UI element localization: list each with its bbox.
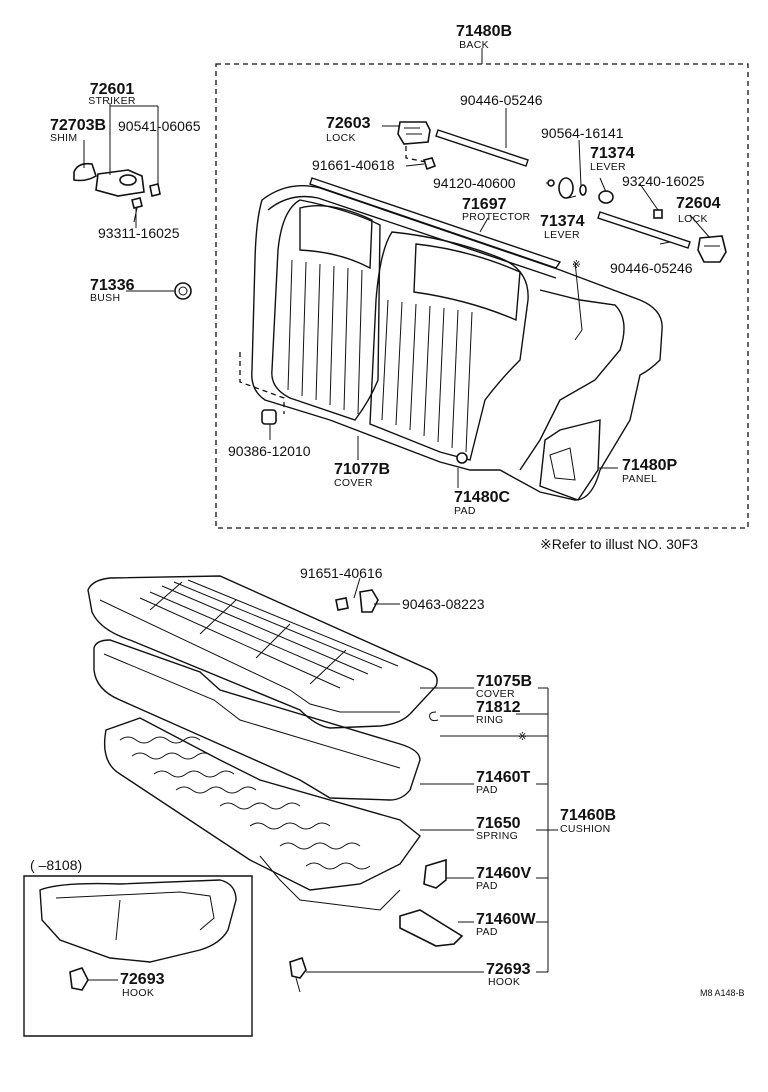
hook-inset-name: HOOK (122, 987, 154, 999)
inset-label: ( –8108) (30, 857, 82, 873)
striker-number: 72601 (90, 81, 135, 98)
hook-inset-number: 72693 (120, 971, 165, 988)
cushion-cover-number: 71075B (476, 673, 532, 690)
pad-v-name: PAD (476, 880, 498, 892)
reference-mark-back: ※ (572, 259, 581, 271)
bolt-striker-number: 93311-16025 (98, 225, 180, 241)
protector-name: PROTECTOR (462, 211, 531, 223)
reference-mark-cushion: ※ (518, 731, 527, 743)
clip-lever-number: 90564-16141 (541, 125, 624, 141)
washer-lever-number: 94120-40600 (433, 175, 516, 191)
nut-hook-number: 91651-40616 (300, 565, 383, 581)
inset-panel: ( –8108) 72693 HOOK (23, 857, 253, 1037)
seat-cushion-illustration (87, 575, 464, 993)
cushion-pad-t-number: 71460T (476, 769, 530, 786)
back-cover-number: 71077B (334, 461, 390, 478)
lever-lower-name: LEVER (544, 229, 580, 241)
nut-lock-number: 91661-40618 (312, 157, 395, 173)
pad-w-name: PAD (476, 926, 498, 938)
back-assembly-frame (215, 48, 749, 529)
ring-name: RING (476, 714, 503, 726)
bush-name: BUSH (90, 292, 120, 304)
back-panel-name: PANEL (622, 473, 657, 485)
lever-upper-name: LEVER (590, 161, 626, 173)
bush-number: 71336 (90, 277, 135, 294)
hook-main-number: 72693 (486, 961, 531, 978)
seat-back-illustration (251, 177, 663, 501)
drawing-code: M8 A148-B (700, 988, 745, 998)
screw-lock-number: 93240-16025 (622, 173, 705, 189)
lock-right-name: LOCK (678, 213, 708, 225)
cushion-labels: 91651-40616 90463-08223 71075B COVER 718… (300, 565, 616, 988)
lock-right-number: 72604 (676, 195, 721, 212)
lock-left-name: LOCK (326, 132, 356, 144)
pad-w-number: 71460W (476, 911, 536, 928)
striker-parts (73, 162, 192, 300)
cushion-assy-name: CUSHION (560, 823, 611, 835)
ring-number: 71812 (476, 699, 521, 716)
leader-lines-back (83, 103, 711, 488)
cushion-assy-number: 71460B (560, 807, 616, 824)
clip-back-number: 90386-12010 (228, 443, 311, 459)
back-labels: 72601 STRIKER 72703B SHIM 90541-06065 93… (50, 81, 721, 517)
hook-main-name: HOOK (488, 976, 520, 988)
cushion-pad-t-name: PAD (476, 784, 498, 796)
shim-name: SHIM (50, 132, 77, 144)
back-panel-number: 71480P (622, 457, 677, 474)
lock-left-number: 72603 (326, 115, 371, 132)
cushion-cover-name: COVER (476, 688, 515, 700)
reference-note: ※Refer to illust NO. 30F3 (540, 536, 698, 552)
back-assy-number: 71480B (456, 23, 512, 40)
back-pad-number: 71480C (454, 489, 510, 506)
bolt-upper-number: 90446-05246 (460, 92, 543, 108)
pad-v-number: 71460V (476, 865, 531, 882)
protector-number: 71697 (462, 196, 507, 213)
lever-lower-number: 71374 (540, 213, 585, 230)
back-assy-name: BACK (459, 39, 489, 51)
back-cover-name: COVER (334, 477, 373, 489)
lever-upper-number: 71374 (590, 145, 635, 162)
bolt-lower-number: 90446-05246 (610, 260, 693, 276)
leader-lines-cushion (306, 577, 558, 973)
screw-striker-number: 90541-06065 (118, 118, 201, 134)
hook-screw-number: 90463-08223 (402, 596, 485, 612)
spring-number: 71650 (476, 815, 521, 832)
spring-name: SPRING (476, 830, 518, 842)
shim-number: 72703B (50, 117, 106, 134)
striker-name: STRIKER (88, 95, 136, 107)
back-pad-name: PAD (454, 505, 476, 517)
